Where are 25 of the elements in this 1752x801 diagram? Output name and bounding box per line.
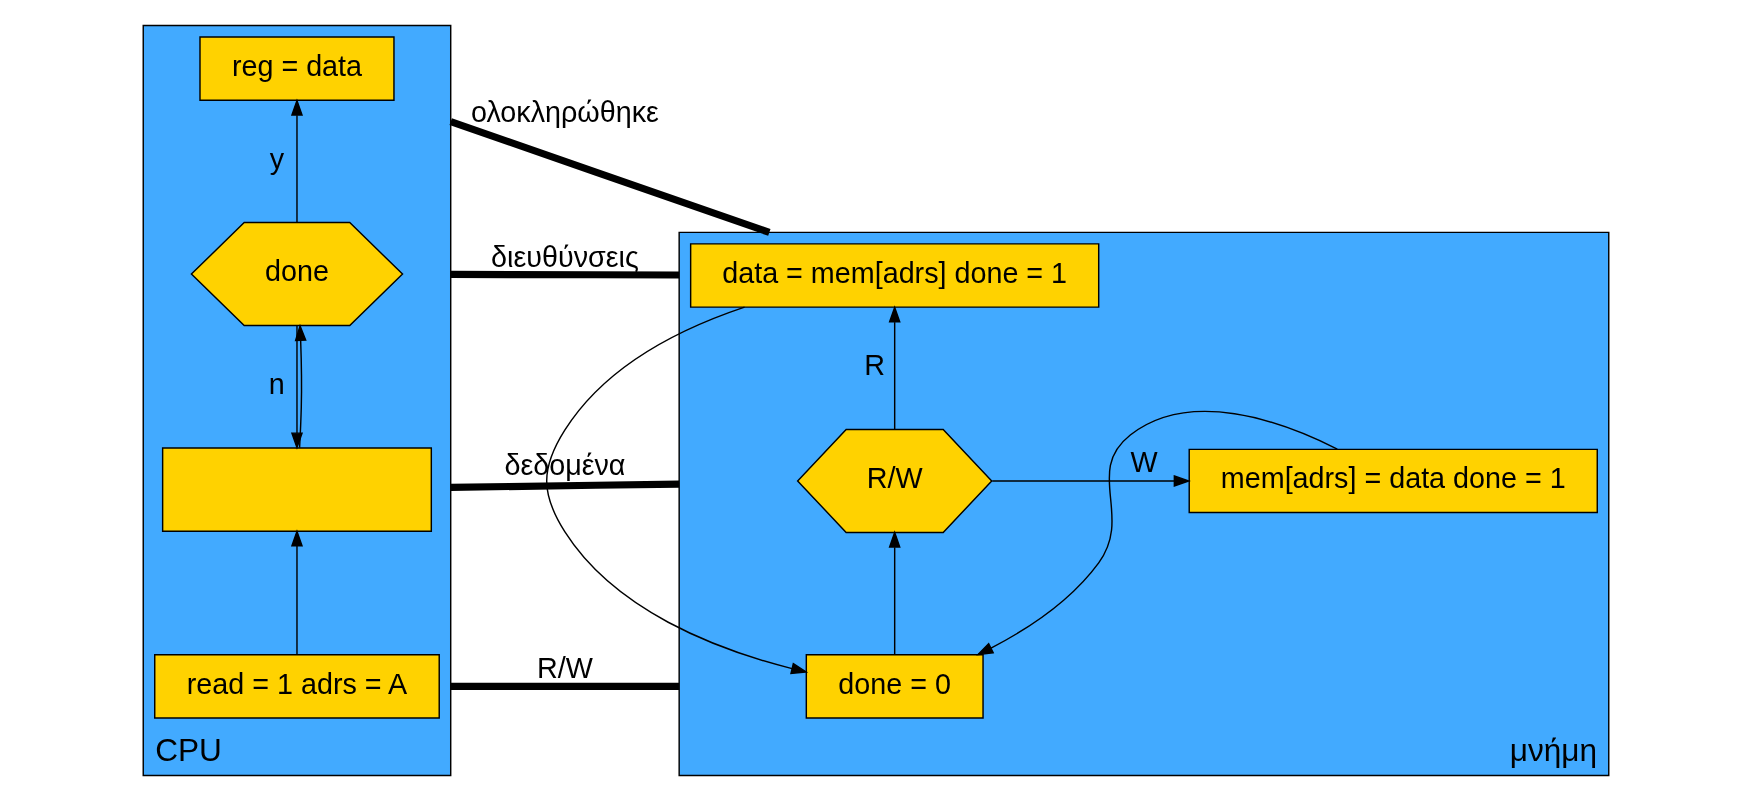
connector [450,682,680,690]
connector [449,118,771,236]
edge-label: R [864,349,885,382]
arrow [290,98,304,223]
arrow [888,305,901,430]
connector [450,480,680,491]
edge-label: y [269,142,285,175]
edge-label: W [1130,446,1158,479]
node-box [161,447,433,532]
arrow [991,474,1191,487]
arrow [976,410,1338,656]
arrow [888,530,901,656]
arrow [290,325,304,450]
edge-label: διευθύνσεις [491,240,639,273]
edge-label: ολοκληρώθηκε [470,95,659,128]
node-box: mem[adrs] = data done = 1 [1188,448,1598,514]
node-box: reg = data [199,36,395,101]
edge-label: n [268,367,285,400]
arrow [545,306,809,675]
connector [450,270,680,279]
arrow [290,529,304,656]
edge-label: R/W [537,651,593,684]
node-box: data = mem[adrs] done = 1 [689,243,1100,308]
node-box: read = 1 adrs = A [154,654,440,719]
node-box: done = 0 [805,654,984,719]
